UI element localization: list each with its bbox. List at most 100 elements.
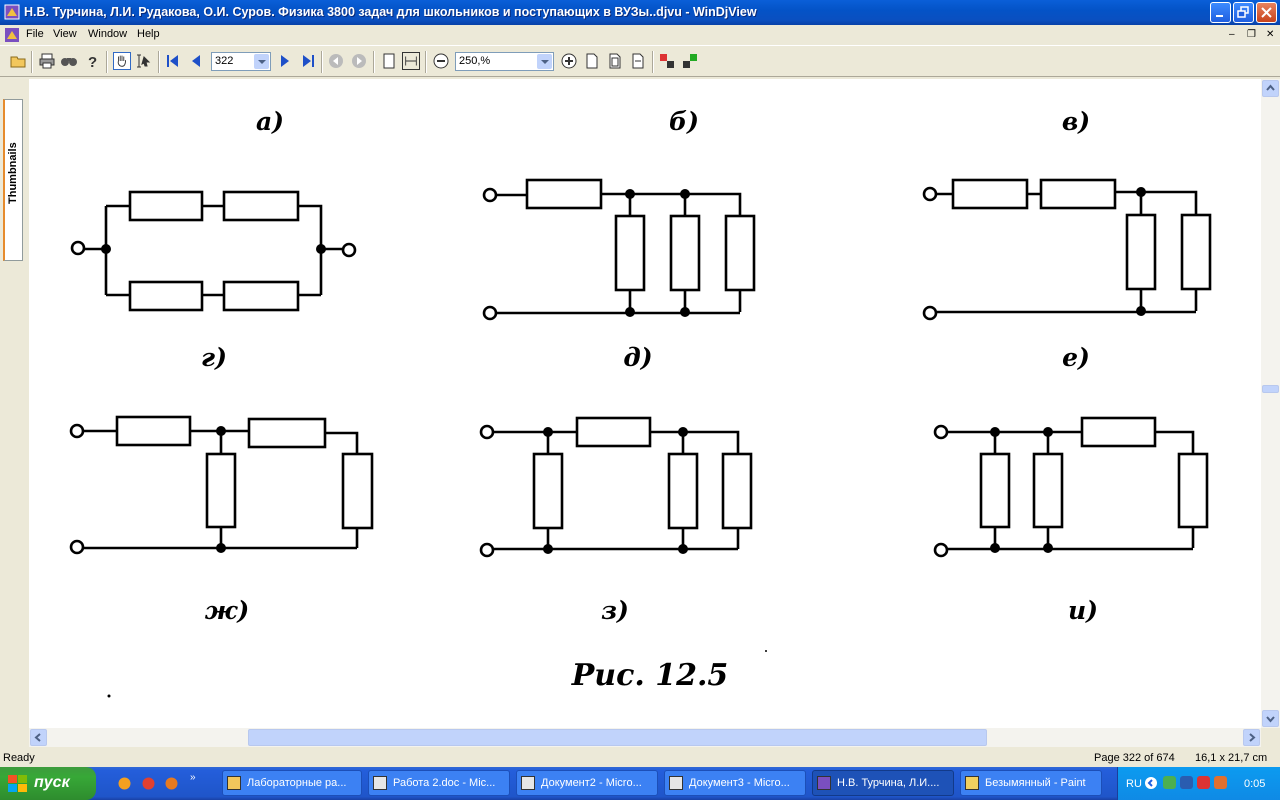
circuit-3 <box>922 178 1212 321</box>
mdi-close-icon[interactable]: ✕ <box>1266 29 1275 40</box>
last-page-icon[interactable] <box>299 52 317 70</box>
start-label: пуск <box>34 774 70 791</box>
label-e: е) <box>1062 343 1090 372</box>
chevron-up-icon <box>1266 84 1275 91</box>
circuit-1 <box>70 190 357 312</box>
page-number-combobox[interactable]: 322 <box>211 52 271 71</box>
menu-view[interactable]: View <box>53 28 77 40</box>
status-page: Page 322 of 674 <box>1094 752 1175 764</box>
scroll-thumb[interactable] <box>1262 385 1279 393</box>
thumbnails-tab[interactable]: Thumbnails <box>3 99 23 261</box>
home-tray-icon[interactable] <box>1214 776 1227 789</box>
mdi-minimize-icon[interactable]: – <box>1229 29 1235 40</box>
page-number-value: 322 <box>215 55 234 67</box>
taskbar-item-windjview[interactable]: Н.В. Турчина, Л.И.... <box>812 770 954 796</box>
menu-file[interactable]: File <box>26 28 44 40</box>
status-page-size: 16,1 x 21,7 cm <box>1195 752 1268 764</box>
circuit-5 <box>479 416 753 558</box>
zoom-out-icon[interactable] <box>432 52 450 70</box>
toolbar: ? 322 250,% <box>0 45 1280 77</box>
browser-quicklaunch-icon[interactable] <box>117 776 132 791</box>
close-icon <box>1261 7 1272 18</box>
word-icon <box>669 776 683 790</box>
next-page-icon[interactable] <box>276 52 294 70</box>
open-folder-icon[interactable] <box>10 52 28 70</box>
label-zh: ж) <box>205 596 249 625</box>
rotate-left-icon[interactable] <box>658 52 676 70</box>
print-icon[interactable] <box>38 52 56 70</box>
forward-icon[interactable] <box>350 52 368 70</box>
antivirus-tray-icon[interactable] <box>1197 776 1210 789</box>
folder-icon <box>227 776 241 790</box>
status-bar: Ready Page 322 of 674 16,1 x 21,7 cm <box>0 749 1280 767</box>
taskbar-item-folder[interactable]: Лабораторные ра... <box>222 770 362 796</box>
minimize-button[interactable] <box>1210 2 1231 23</box>
close-button[interactable] <box>1256 2 1277 23</box>
mdi-restore-icon[interactable]: ❐ <box>1247 29 1256 40</box>
fit-width-icon[interactable] <box>402 52 420 70</box>
scroll-up-button[interactable] <box>1262 80 1279 97</box>
system-tray: RU 0:05 <box>1117 767 1280 800</box>
previous-page-icon[interactable] <box>187 52 205 70</box>
actual-size-icon[interactable] <box>583 52 601 70</box>
status-text: Ready <box>3 752 35 764</box>
taskbar: пуск » Лабораторные ра... Работа 2.doc -… <box>0 767 1280 800</box>
tray-expand-icon[interactable] <box>1144 776 1158 790</box>
label-z: з) <box>601 596 629 625</box>
zoom-in-icon[interactable] <box>560 52 578 70</box>
label-i: и) <box>1068 596 1098 625</box>
quicklaunch-expand-icon[interactable]: » <box>190 772 196 783</box>
fit-width-page-icon[interactable] <box>629 52 647 70</box>
restore-button[interactable] <box>1233 2 1254 23</box>
title-bar: Н.В. Турчина, Л.И. Рудакова, О.И. Суров.… <box>0 0 1280 25</box>
select-tool-icon[interactable] <box>135 52 153 70</box>
svg-text:?: ? <box>88 54 97 70</box>
document-page: а) б) в) г) д) е) ж) з) и) Рис. 12.5 <box>29 79 1261 728</box>
circuit-2 <box>482 178 756 321</box>
label-d: д) <box>623 343 652 372</box>
fit-page-icon[interactable] <box>606 52 624 70</box>
windows-logo-icon <box>8 775 27 792</box>
zoom-combobox[interactable]: 250,% <box>455 52 554 71</box>
paint-icon <box>965 776 979 790</box>
scroll-down-button[interactable] <box>1262 710 1279 727</box>
word-icon <box>521 776 535 790</box>
network-tray-icon[interactable] <box>1163 776 1176 789</box>
menu-window[interactable]: Window <box>88 28 128 40</box>
first-page-icon[interactable] <box>164 52 182 70</box>
menu-help[interactable]: Help <box>137 28 160 40</box>
vertical-scrollbar[interactable] <box>1261 79 1280 728</box>
document-icon <box>5 28 19 42</box>
chevron-down-icon[interactable] <box>254 54 269 69</box>
language-indicator[interactable]: RU <box>1126 778 1142 790</box>
zoom-value: 250,% <box>459 55 491 67</box>
taskbar-item-paint[interactable]: Безымянный - Paint <box>960 770 1102 796</box>
taskbar-item-word-3[interactable]: Документ3 - Micro... <box>664 770 806 796</box>
display-tray-icon[interactable] <box>1180 776 1193 789</box>
back-icon[interactable] <box>327 52 345 70</box>
horizontal-scroll-thumb[interactable] <box>248 729 987 746</box>
taskbar-item-word-2[interactable]: Документ2 - Micro... <box>516 770 658 796</box>
clock: 0:05 <box>1244 778 1266 790</box>
label-v: в) <box>1062 107 1090 136</box>
restore-icon <box>1237 6 1249 18</box>
label-g: г) <box>201 343 227 372</box>
thumbnails-sidebar: Thumbnails <box>0 77 28 747</box>
rotate-right-icon[interactable] <box>681 52 699 70</box>
help-icon[interactable]: ? <box>84 52 102 70</box>
hand-tool-icon[interactable] <box>113 52 131 70</box>
taskbar-item-word-1[interactable]: Работа 2.doc - Mic... <box>368 770 510 796</box>
firefox-quicklaunch-icon[interactable] <box>164 776 179 791</box>
circuit-4 <box>69 415 374 555</box>
windjview-icon <box>817 776 831 790</box>
mail-quicklaunch-icon[interactable] <box>141 776 156 791</box>
taskbar-item-label: Безымянный - Paint <box>985 777 1086 789</box>
start-button[interactable]: пуск <box>0 767 96 800</box>
scroll-right-button[interactable] <box>1243 729 1260 746</box>
chevron-down-icon[interactable] <box>537 54 552 69</box>
find-icon[interactable] <box>60 52 78 70</box>
single-page-icon[interactable] <box>380 52 398 70</box>
horizontal-scrollbar[interactable] <box>29 728 1261 747</box>
label-b: б) <box>669 107 699 136</box>
scroll-left-button[interactable] <box>30 729 47 746</box>
